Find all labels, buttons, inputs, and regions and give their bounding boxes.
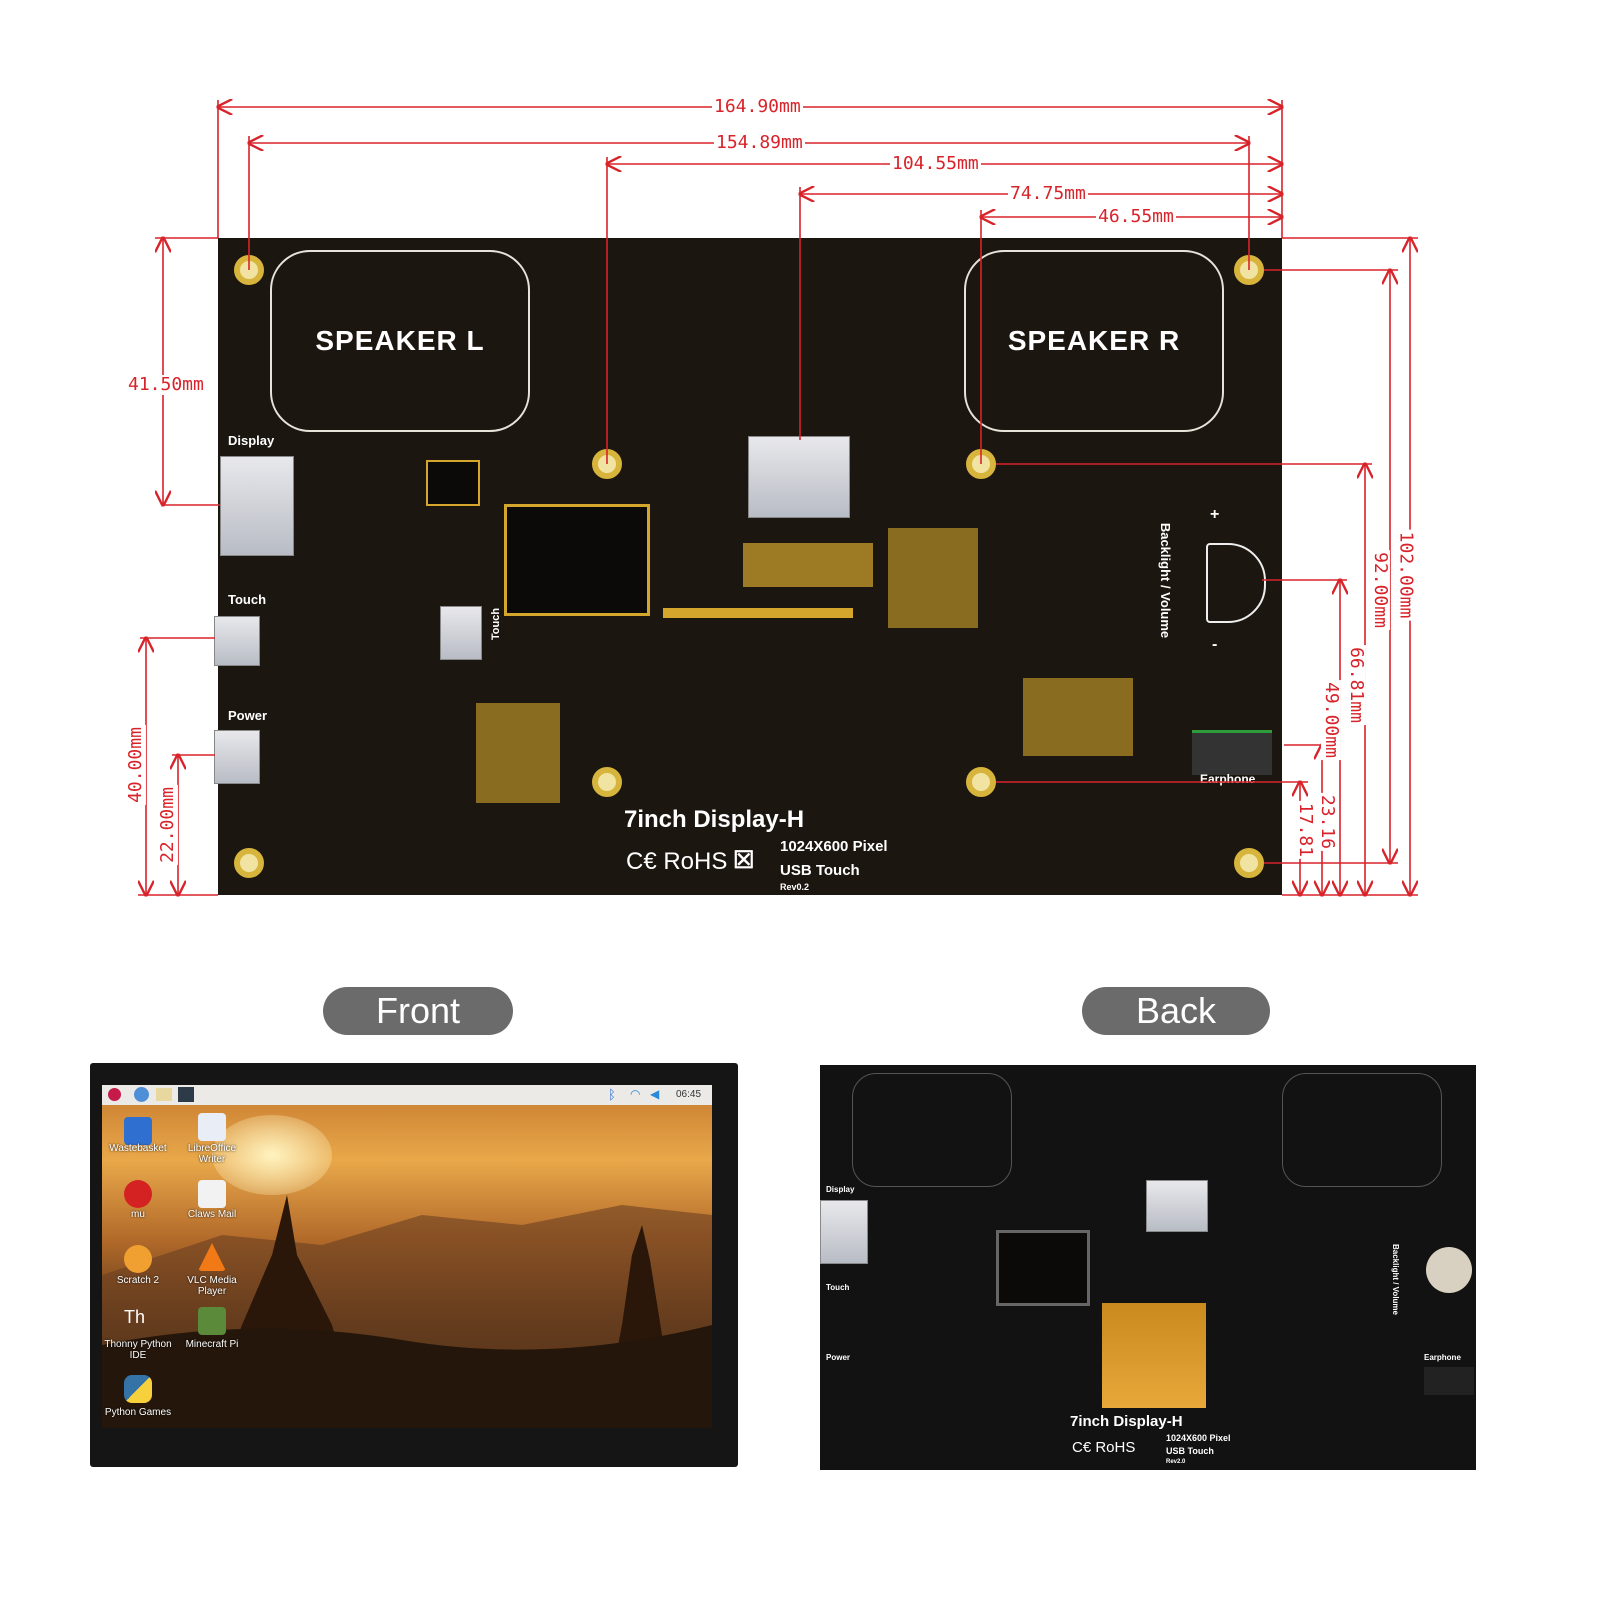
mounting-hole xyxy=(592,767,622,797)
desktop-icon-label[interactable]: Minecraft Pi xyxy=(185,1339,239,1350)
desktop-icon-label[interactable]: LibreOffice Writer xyxy=(187,1143,237,1165)
hdmi-top-port xyxy=(1146,1180,1208,1232)
volume-plus-label: + xyxy=(1210,506,1220,523)
earphone-label: Earphone xyxy=(1424,1353,1461,1362)
dim-label-hdmi-offset-x: 74.75mm xyxy=(1008,183,1088,204)
dim-label-hdmi-left-y: 41.50mm xyxy=(126,374,206,395)
model-label: 7inch Display-H xyxy=(624,806,805,833)
dim-label-earphone-y: 23.16 xyxy=(1317,792,1339,852)
backlight-volume-label: Backlight / Volume xyxy=(1390,1244,1400,1315)
revision-label: Rev2.0 xyxy=(1166,1459,1186,1465)
hdmi-top-port xyxy=(748,436,850,518)
smd-cluster xyxy=(888,528,978,628)
resolution-label: 1024X600 Pixel xyxy=(1166,1433,1231,1443)
back-view-board: Display Touch Power Earphone Backlight /… xyxy=(820,1065,1476,1470)
smd-cluster xyxy=(476,703,560,803)
dim-label-touch-y: 40.00mm xyxy=(124,725,146,805)
desktop-icon-label[interactable]: Claws Mail xyxy=(187,1209,237,1220)
power-port-label: Power xyxy=(228,708,268,723)
usb-touch-label: USB Touch xyxy=(780,862,860,879)
desktop-icon-label[interactable]: Thonny Python IDE xyxy=(104,1339,172,1361)
scratch-icon[interactable] xyxy=(124,1245,152,1273)
claws-mail-icon[interactable] xyxy=(198,1180,226,1208)
touch-usb-port xyxy=(214,616,260,666)
dim-label-hole-spacing-x: 154.89mm xyxy=(714,132,805,153)
fpc-connector xyxy=(663,608,853,618)
dim-label-hole-bottom-y: 17.81 xyxy=(1295,800,1317,860)
speaker-right-area: SPEAKER R xyxy=(964,250,1224,432)
libreoffice-writer-icon[interactable] xyxy=(198,1113,226,1141)
speaker-left-area: SPEAKER L xyxy=(270,250,530,432)
dim-label-hole-spacing-y: 92.00mm xyxy=(1369,550,1391,630)
thonny-icon[interactable]: Th xyxy=(124,1307,146,1327)
dimension-lines xyxy=(138,0,1418,960)
taskbar: ᛒ ◠ ◀ 06:45 xyxy=(102,1085,712,1105)
desktop-icon-label[interactable]: Python Games xyxy=(104,1407,172,1418)
dim-label-knob-y: 49.00mm xyxy=(1320,680,1342,760)
dim-label-height-overall: 102.00mm xyxy=(1395,529,1417,621)
raspberry-menu-icon[interactable] xyxy=(108,1088,121,1101)
earphone-jack xyxy=(1192,730,1272,775)
hdmi-display-port xyxy=(220,456,294,556)
clock[interactable]: 06:45 xyxy=(676,1089,702,1100)
wifi-icon[interactable]: ◠ xyxy=(630,1087,641,1101)
smd-cluster xyxy=(1023,678,1133,756)
file-manager-icon[interactable] xyxy=(156,1088,172,1101)
back-view-label: Back xyxy=(1082,987,1270,1035)
volume-icon[interactable]: ◀ xyxy=(650,1087,660,1101)
sun-glow xyxy=(212,1115,332,1195)
desktop-icon-label[interactable]: Scratch 2 xyxy=(116,1275,160,1286)
touch-port-label: Touch xyxy=(228,592,267,607)
touch-usb-port-inner xyxy=(440,606,482,660)
model-label: 7inch Display-H xyxy=(1070,1413,1183,1430)
mounting-hole xyxy=(234,848,264,878)
desktop-icon-label[interactable]: mu xyxy=(131,1209,145,1220)
python-games-icon[interactable] xyxy=(124,1375,152,1403)
main-chip xyxy=(996,1230,1090,1306)
front-display-bezel: ᛒ ◠ ◀ 06:45 Wastebasket LibreOffice Writ… xyxy=(90,1063,738,1467)
main-chip xyxy=(504,504,650,616)
display-port-label: Display xyxy=(228,433,275,448)
backlight-knob xyxy=(1426,1247,1472,1293)
browser-icon[interactable] xyxy=(134,1087,149,1102)
dim-label-hole-inner-x: 104.55mm xyxy=(890,153,981,174)
certification-marks: C€ RoHS xyxy=(1072,1439,1136,1456)
display-port-label: Display xyxy=(826,1185,855,1194)
temple-silhouette xyxy=(102,1195,712,1428)
fpc-ribbon-cable xyxy=(1102,1303,1206,1408)
minecraft-pi-icon[interactable] xyxy=(198,1307,226,1335)
dim-label-hole-inner-y: 66.81mm xyxy=(1345,645,1367,725)
dim-label-power-y: 22.00mm xyxy=(156,785,178,865)
desktop-icon-label[interactable]: VLC Media Player xyxy=(187,1275,237,1297)
ic-chip xyxy=(426,460,480,506)
front-view-label: Front xyxy=(323,987,513,1035)
dim-label-hole-right-x: 46.55mm xyxy=(1096,206,1176,227)
resolution-label: 1024X600 Pixel xyxy=(780,838,888,855)
backlight-volume-knob xyxy=(1206,543,1266,623)
touch-port-label: Touch xyxy=(826,1283,850,1292)
speaker-left-area xyxy=(852,1073,1012,1187)
mu-icon[interactable] xyxy=(124,1180,152,1208)
weee-icon: ☒ xyxy=(733,847,755,874)
earphone-jack xyxy=(1424,1367,1474,1395)
desktop-icon-label[interactable]: Wastebasket xyxy=(109,1143,167,1154)
revision-label: Rev0.2 xyxy=(780,882,810,892)
power-usb-port xyxy=(214,730,260,784)
smd-cluster xyxy=(743,543,873,587)
usb-touch-label: USB Touch xyxy=(1166,1446,1214,1456)
certification-marks: C€ RoHS xyxy=(626,848,728,875)
speaker-right-area xyxy=(1282,1073,1442,1187)
hdmi-display-port xyxy=(820,1200,868,1264)
power-port-label: Power xyxy=(826,1353,851,1362)
mounting-hole xyxy=(1234,848,1264,878)
wastebasket-icon[interactable] xyxy=(124,1117,152,1145)
volume-minus-label: - xyxy=(1212,636,1218,653)
mounting-hole xyxy=(966,767,996,797)
pcb-back-diagram: SPEAKER L SPEAKER R Display Touch Power … xyxy=(214,238,1282,895)
terminal-icon[interactable] xyxy=(178,1087,194,1102)
bluetooth-icon[interactable]: ᛒ xyxy=(608,1087,616,1102)
dim-label-width-overall: 164.90mm xyxy=(712,96,803,117)
desktop-screen: ᛒ ◠ ◀ 06:45 Wastebasket LibreOffice Writ… xyxy=(102,1085,712,1428)
